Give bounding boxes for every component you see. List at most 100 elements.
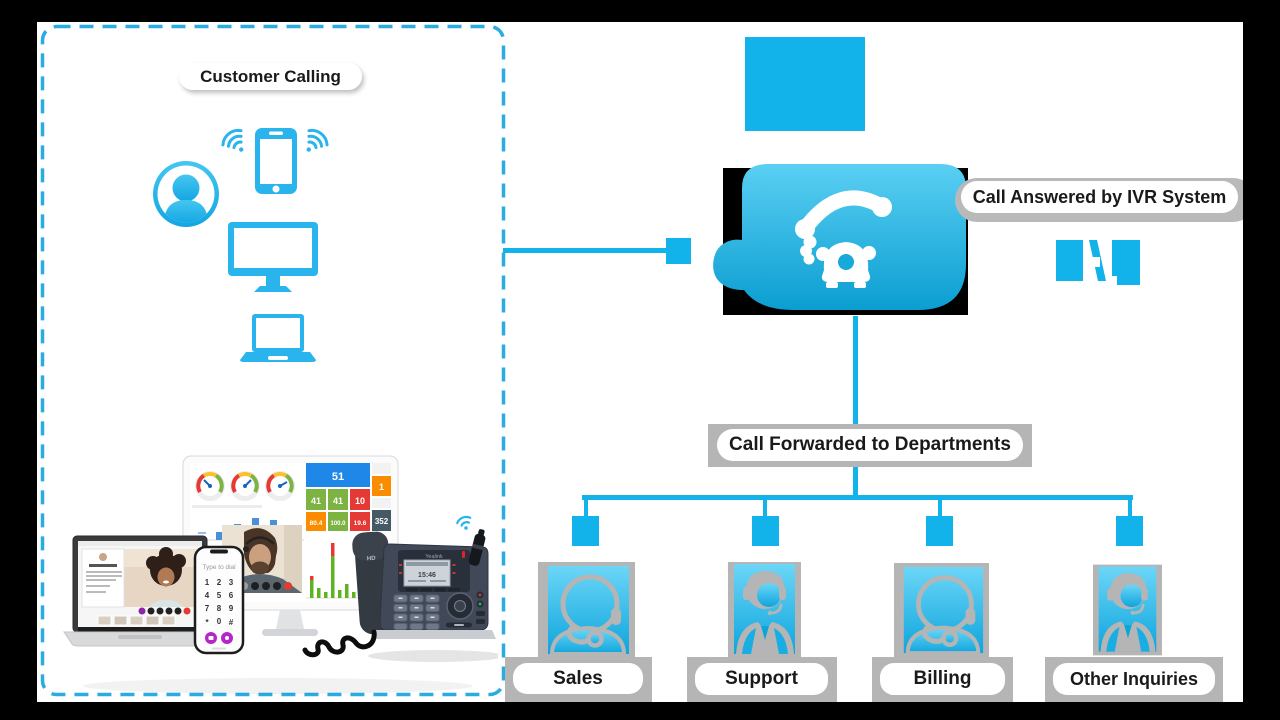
key-6: 6 xyxy=(229,591,234,600)
dial-pad: 1 2 3 4 5 6 7 8 9 * 0 # xyxy=(205,578,234,627)
meeting-notes-card xyxy=(81,548,125,608)
wifi-waves-left-icon xyxy=(221,128,243,150)
key-5: 5 xyxy=(217,591,222,600)
branch-line-sales xyxy=(584,500,588,517)
dashed-border xyxy=(40,24,506,697)
support-pill: Support xyxy=(695,663,828,695)
devices-collage: 51 1 41 41 10 80.4 100.0 19.6 352 xyxy=(63,455,498,694)
branch-line-other xyxy=(1128,500,1132,517)
tile-41b: 41 xyxy=(333,496,343,506)
deskphone-keypad xyxy=(393,594,440,630)
wifi-waves-right-icon xyxy=(307,128,329,150)
tree-horizontal-line xyxy=(582,495,1133,500)
gauge-charts xyxy=(195,471,295,501)
call-answered-text: Call Answered by IVR System xyxy=(972,187,1227,207)
agent-headset-icon-sales xyxy=(538,562,635,659)
branch-line-billing xyxy=(938,500,942,517)
key-1: 1 xyxy=(205,578,210,587)
meeting-laptop xyxy=(63,535,217,647)
arrow-block-sales xyxy=(572,516,599,546)
handset-cord xyxy=(302,629,377,658)
agent-headset-icon-billing xyxy=(894,563,989,658)
tile-100: 100.0 xyxy=(330,521,346,527)
call-forwarded-label: Call Forwarded to Departments xyxy=(708,424,1032,467)
key-star: * xyxy=(205,618,209,627)
cloud-fragment-rect xyxy=(745,37,865,131)
laptop-call-controls xyxy=(138,607,191,615)
tile-1: 1 xyxy=(379,482,384,492)
tile-10: 10 xyxy=(355,496,365,506)
user-avatar-icon xyxy=(153,161,219,227)
arrow-block-billing xyxy=(926,516,953,546)
billing-text: Billing xyxy=(913,668,972,689)
phone-screen xyxy=(260,139,292,184)
rotary-phone-icon xyxy=(795,190,892,288)
laptop-icon xyxy=(240,314,316,362)
desktop-monitor-icon xyxy=(228,222,318,292)
call-forwarded-text: Call Forwarded to Departments xyxy=(729,434,1011,455)
nav-dpad xyxy=(446,592,474,620)
key-0: 0 xyxy=(217,617,222,626)
arrow-block-to-ivr xyxy=(666,238,691,264)
support-text: Support xyxy=(725,668,798,689)
agent-female-icon-support xyxy=(728,562,801,658)
key-8: 8 xyxy=(217,604,222,613)
sales-text: Sales xyxy=(553,668,603,689)
agent-female-icon-other xyxy=(1093,564,1162,656)
customer-calling-text: Customer Calling xyxy=(200,67,341,86)
call-control-buttons xyxy=(240,582,292,590)
arrow-block-other xyxy=(1116,516,1143,546)
key-7: 7 xyxy=(205,604,210,613)
frame-bar-bottom xyxy=(0,702,1280,720)
sales-label: Sales xyxy=(505,657,652,703)
arrow-block-support xyxy=(752,516,779,546)
message-led xyxy=(462,551,465,558)
frame-bar-right xyxy=(1243,0,1280,720)
avatar-person xyxy=(164,174,208,223)
dialer-header: Type to dial xyxy=(202,564,236,571)
smartphone-ringing-icon xyxy=(221,128,329,194)
deskphone-brand: Yealink xyxy=(425,554,443,560)
key-hash: # xyxy=(229,618,234,627)
deskphone-time: 15:46 xyxy=(418,572,436,579)
handset-hd-mark: HD xyxy=(367,556,377,563)
billing-pill: Billing xyxy=(880,663,1005,695)
tile-41a: 41 xyxy=(311,496,321,506)
softphone-mobile: Type to dial 1 2 3 4 5 6 7 8 9 * 0 # xyxy=(193,545,245,655)
call-forwarded-pill: Call Forwarded to Departments xyxy=(717,429,1023,461)
key-4: 4 xyxy=(205,591,210,600)
ivr-text-fragments xyxy=(1056,240,1140,285)
dect-dongle xyxy=(456,515,486,566)
connector-customer-to-ivr xyxy=(503,248,667,253)
key-2: 2 xyxy=(217,578,222,587)
ivr-cloud xyxy=(713,164,968,315)
call-answered-label: Call Answered by IVR System xyxy=(955,178,1255,222)
other-inquiries-text: Other Inquiries xyxy=(1069,669,1199,689)
tile-19: 19.6 xyxy=(354,520,367,527)
connector-ivr-to-forward xyxy=(853,316,858,424)
soft-keys xyxy=(406,588,460,592)
wallboard-tiles: 51 1 41 41 10 80.4 100.0 19.6 352 xyxy=(306,463,391,531)
video-call-woman xyxy=(146,547,186,607)
tile-51: 51 xyxy=(332,471,344,483)
dongle-signal-icon xyxy=(456,515,472,527)
branch-line-support xyxy=(763,500,767,517)
desk-ip-phone: HD Yealink 15:46 xyxy=(302,531,498,662)
customer-calling-label: Customer Calling xyxy=(179,63,362,90)
cloud-shape xyxy=(713,164,966,310)
other-inquiries-label: Other Inquiries xyxy=(1045,657,1223,703)
call-answered-pill: Call Answered by IVR System xyxy=(961,181,1238,213)
deskphone-lcd: 15:46 xyxy=(403,559,451,587)
sales-pill: Sales xyxy=(513,663,643,694)
dashboard-monitor: 51 1 41 41 10 80.4 100.0 19.6 352 xyxy=(182,455,399,636)
billing-label: Billing xyxy=(872,657,1013,703)
key-3: 3 xyxy=(229,578,234,587)
connector-forward-to-tree xyxy=(853,467,858,500)
key-9: 9 xyxy=(229,604,234,613)
support-label: Support xyxy=(687,657,837,703)
participant-thumbnails xyxy=(97,615,176,626)
frame-bar-left xyxy=(0,0,37,720)
tile-80: 80.4 xyxy=(310,520,323,527)
tile-352: 352 xyxy=(375,517,389,526)
